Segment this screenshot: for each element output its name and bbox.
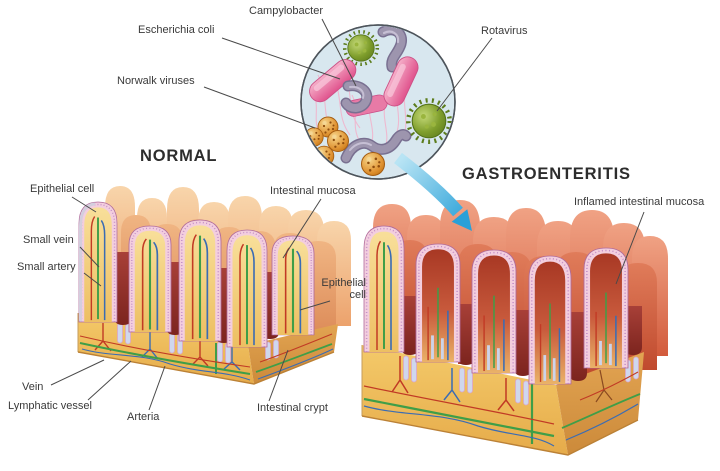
- campylobacter-bacterium-illustration: [340, 80, 373, 114]
- campylobacter-bacterium-illustration: [340, 129, 412, 164]
- pathogen-inset: [300, 24, 456, 180]
- label-intestinal-mucosa: Intestinal mucosa: [270, 185, 356, 197]
- leader-epithelial-cell-left: [71, 196, 97, 213]
- submucosa-vessels: [363, 356, 641, 447]
- leader-intestinal-crypt: [268, 349, 289, 402]
- label-norwalk-viruses: Norwalk viruses: [117, 75, 195, 87]
- gastro-crypt-valleys: [401, 296, 642, 381]
- label-arteria: Arteria: [127, 411, 160, 423]
- leader-intestinal-mucosa: [282, 198, 322, 259]
- label-rotavirus: Rotavirus: [481, 25, 528, 37]
- gastro-title: GASTROENTERITIS: [462, 165, 631, 183]
- leader-inflamed-intestinal-mucosa: [615, 211, 645, 285]
- normal-title: NORMAL: [140, 147, 218, 165]
- normal-villi-block: [77, 186, 351, 385]
- label-epithelial-cell-left: Epithelial cell: [30, 183, 95, 195]
- label-epithelial-cell-right: Epithelial cell: [321, 277, 366, 302]
- label-lymphatic-vessel: Lymphatic vessel: [8, 400, 92, 412]
- gastro-villi-block: [361, 200, 668, 456]
- label-intestinal-crypt: Intestinal crypt: [257, 402, 328, 414]
- crypt-columns: [403, 355, 639, 406]
- leader-vein: [50, 359, 105, 386]
- leader-lines: [50, 18, 645, 411]
- leader-small-vein: [79, 246, 100, 268]
- submucosa-vessels: [79, 323, 334, 381]
- inset-circle-border: [300, 24, 456, 180]
- normal-front-villi: [78, 201, 316, 349]
- leader-arteria: [148, 365, 166, 411]
- leader-norwalk-viruses: [203, 86, 316, 129]
- label-small-artery: Small artery: [17, 261, 76, 273]
- label-escherichia-coli: Escherichia coli: [138, 24, 215, 36]
- leader-escherichia-coli: [221, 37, 341, 80]
- leader-epithelial-cell-right: [299, 300, 331, 311]
- label-inflamed-intestinal-mucosa: Inflamed intestinal mucosa: [574, 196, 705, 208]
- leader-campylobacter: [321, 18, 357, 87]
- label-vein: Vein: [22, 381, 44, 393]
- arrowhead: [451, 209, 472, 231]
- leader-lymphatic-vessel: [87, 360, 132, 401]
- label-campylobacter: Campylobacter: [249, 5, 323, 17]
- leader-small-artery: [83, 272, 102, 287]
- villus-left-edge: [79, 202, 96, 322]
- label-small-vein: Small vein: [23, 234, 74, 246]
- infection-arrow: [394, 152, 472, 231]
- campylobacter-bacterium-illustration: [377, 26, 407, 73]
- normal-base-block: [77, 313, 338, 385]
- leader-rotavirus: [436, 37, 493, 112]
